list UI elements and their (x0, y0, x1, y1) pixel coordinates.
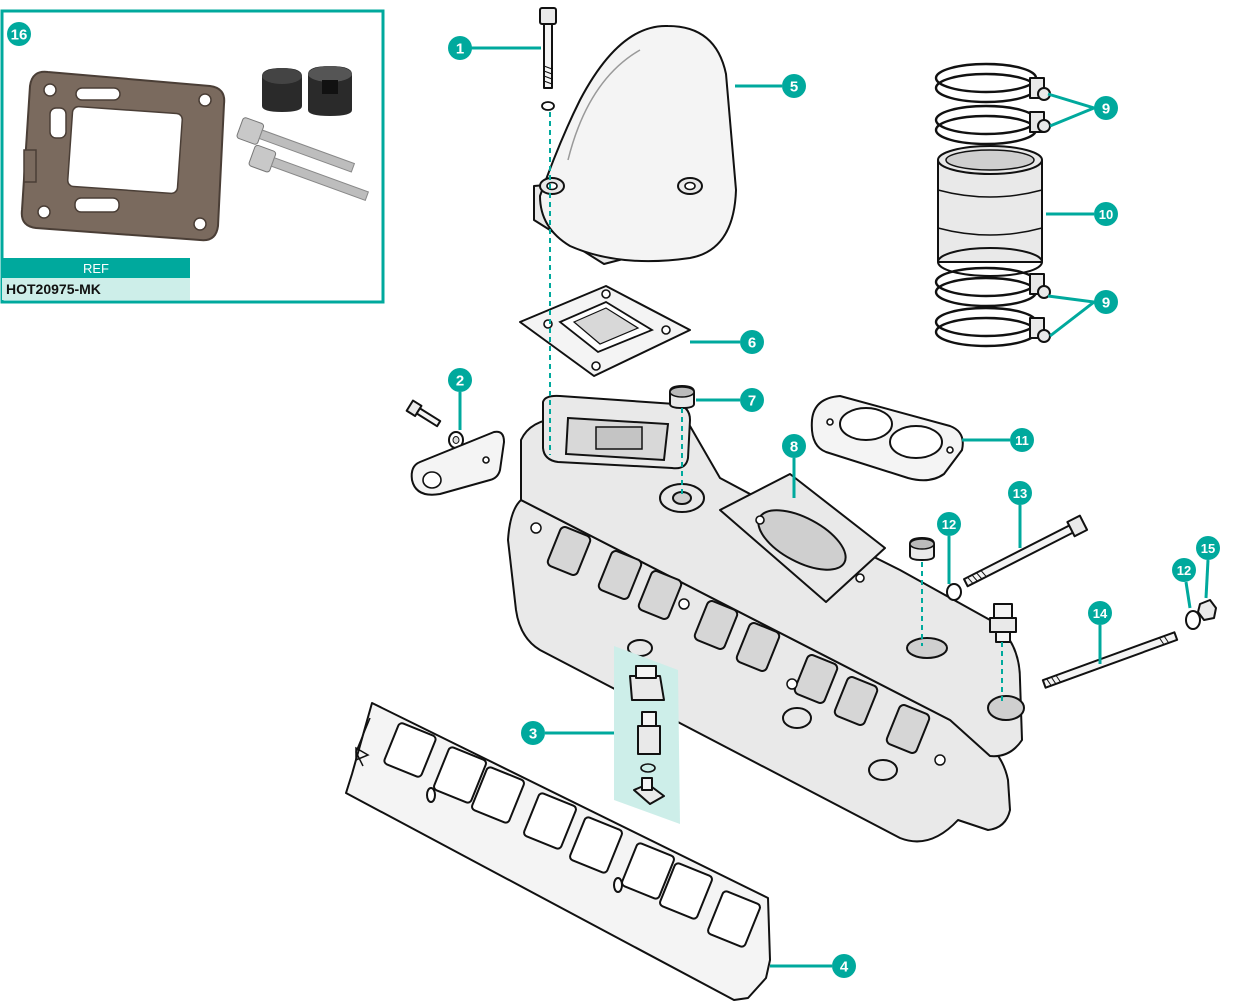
svg-text:6: 6 (748, 335, 756, 352)
callout-5: 5 (782, 74, 806, 98)
stud-part-13 (963, 514, 1089, 588)
nut-part-15 (1197, 599, 1217, 621)
gasket-part-11 (810, 395, 964, 482)
svg-text:10: 10 (1099, 207, 1113, 222)
svg-text:4: 4 (840, 959, 849, 976)
callout-16: 16 (7, 22, 31, 46)
kit-gasket-image (20, 70, 226, 242)
manifold-gasket-part-4 (345, 702, 771, 1001)
svg-text:9: 9 (1102, 295, 1110, 312)
svg-text:1: 1 (456, 41, 464, 58)
svg-text:8: 8 (790, 439, 798, 456)
hose-part-10 (937, 145, 1043, 277)
callout-6: 6 (740, 330, 764, 354)
callout-15: 15 (1196, 536, 1220, 560)
svg-text:14: 14 (1093, 606, 1108, 621)
callout-8: 8 (782, 434, 806, 458)
callout-7: 7 (740, 388, 764, 412)
callout-2: 2 (448, 368, 472, 392)
washer-part-12b (1185, 610, 1201, 630)
fitting-part-nipple (989, 603, 1017, 643)
ref-header: REF (83, 261, 109, 276)
callout-12-right: 12 (1172, 558, 1196, 582)
washer-part-12a (946, 583, 962, 601)
callout-4: 4 (832, 954, 856, 978)
callout-10: 10 (1094, 202, 1118, 226)
callout-9-bottom: 9 (1094, 290, 1118, 314)
bolt-part-1 (539, 7, 557, 111)
elbow-gasket-part-6 (519, 285, 691, 377)
exhaust-elbow-part-5 (533, 24, 737, 265)
fittings-part-3 (614, 646, 680, 824)
callout-1: 1 (448, 36, 472, 60)
svg-text:9: 9 (1102, 101, 1110, 118)
callout-12-left: 12 (937, 512, 961, 536)
manifold-body-part-8 (507, 394, 1025, 843)
svg-text:12: 12 (942, 517, 956, 532)
callout-11: 11 (1010, 428, 1034, 452)
callout-3: 3 (521, 721, 545, 745)
bracket-part-2 (405, 399, 505, 496)
ref-value: HOT20975-MK (6, 281, 101, 297)
callout-14: 14 (1088, 601, 1112, 625)
kit-bolts-image (236, 117, 370, 202)
plug-part-7 (669, 385, 695, 409)
plug-part-12 (909, 537, 935, 561)
svg-text:15: 15 (1201, 541, 1215, 556)
hose-clamps-part-9 (934, 62, 1051, 348)
callout-9-top: 9 (1094, 96, 1118, 120)
kit-inset: 16 REF HOT20975-MK (0, 9, 385, 304)
svg-text:3: 3 (529, 726, 537, 743)
stud-part-14 (1041, 631, 1179, 689)
svg-text:2: 2 (456, 373, 464, 390)
svg-text:5: 5 (790, 79, 798, 96)
alignment-lines (549, 112, 1003, 704)
ref-table: REF HOT20975-MK (2, 258, 190, 300)
svg-text:16: 16 (11, 27, 28, 44)
svg-text:11: 11 (1015, 433, 1029, 448)
svg-text:7: 7 (748, 393, 756, 410)
callout-13: 13 (1008, 481, 1032, 505)
svg-text:13: 13 (1013, 486, 1027, 501)
kit-caps-image (262, 66, 352, 116)
svg-text:12: 12 (1177, 563, 1191, 578)
